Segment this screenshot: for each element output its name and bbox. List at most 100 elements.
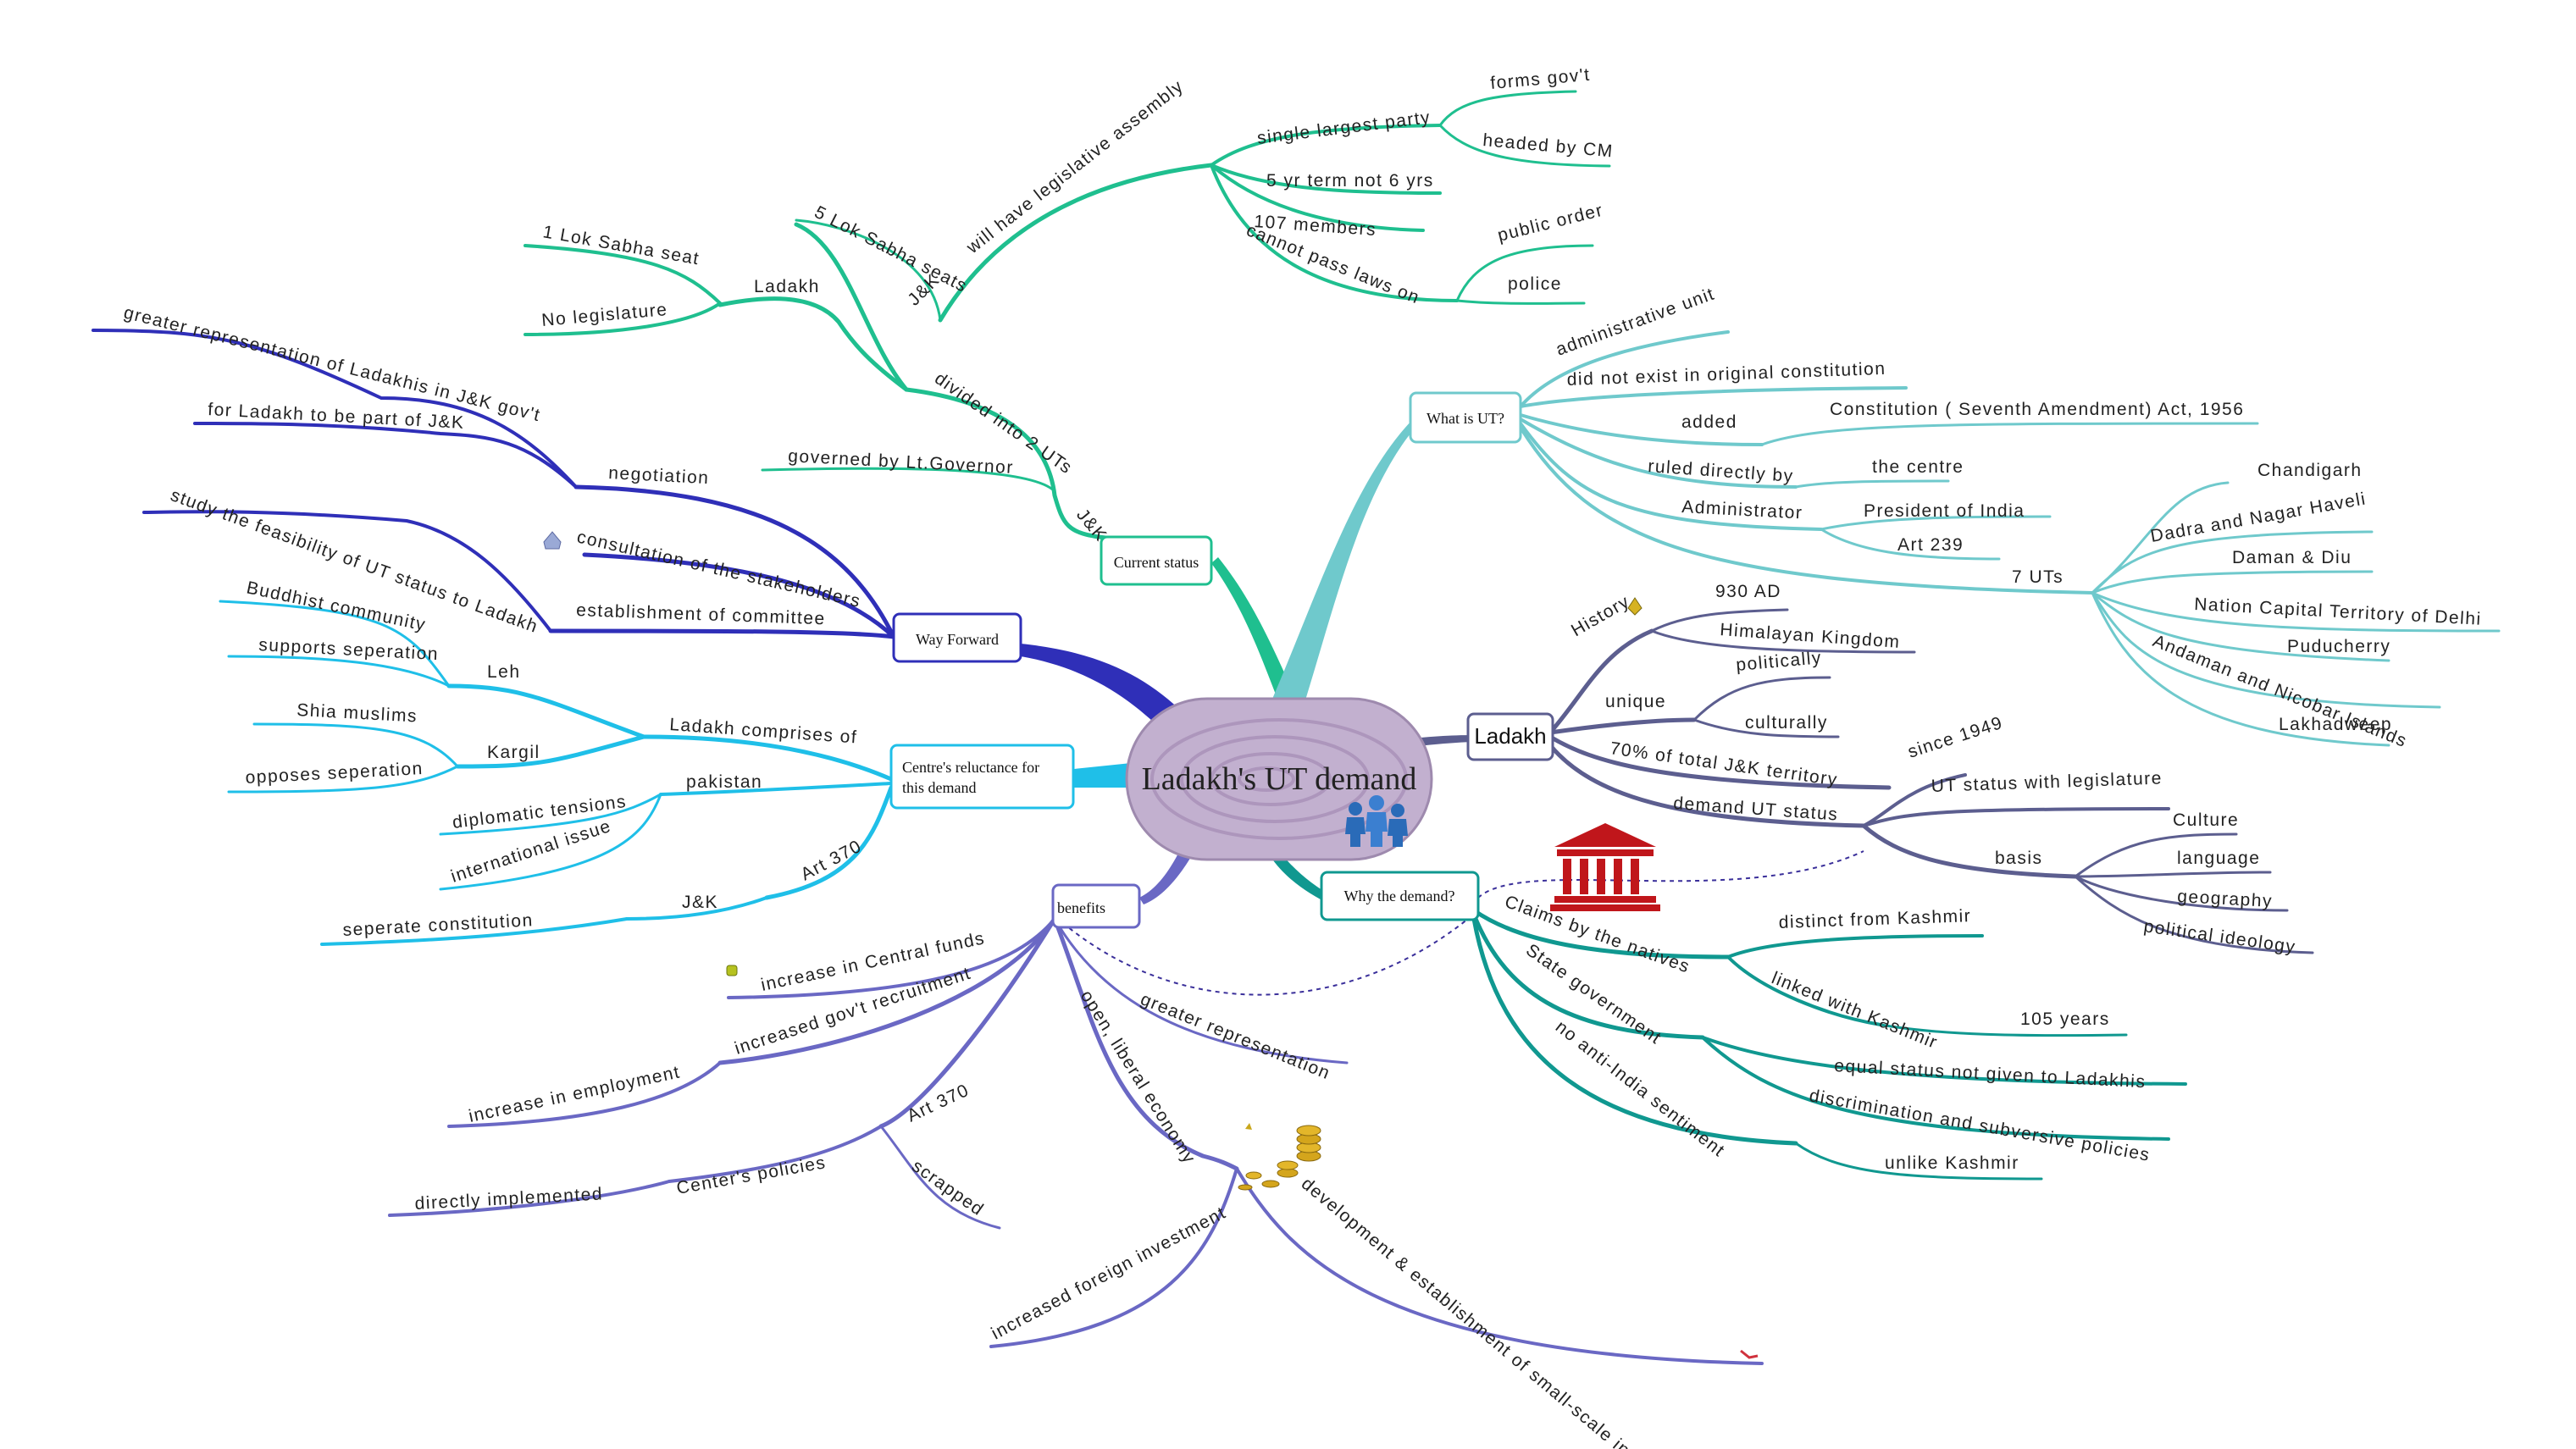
label-930ad: 930 AD xyxy=(1715,582,1781,601)
label-unique: unique xyxy=(1605,692,1666,711)
label-ruled: ruled directly by xyxy=(1648,456,1795,486)
svg-text:this demand: this demand xyxy=(902,779,977,796)
label-seventy: 70% of total J&K territory xyxy=(1609,738,1839,790)
trunk-why xyxy=(1271,851,1334,904)
label-single-largest: single largest party xyxy=(1256,108,1432,148)
svg-text:Current status: Current status xyxy=(1114,554,1199,571)
label-basis-language: language xyxy=(2177,849,2260,868)
label-seventh: Constitution ( Seventh Amendment) Act, 1… xyxy=(1830,400,2244,419)
label-shia: Shia muslims xyxy=(296,700,418,726)
swirl-pattern xyxy=(1150,718,1408,840)
label-art239: Art 239 xyxy=(1897,535,1964,555)
ladakh-branches xyxy=(1548,608,2314,954)
current-status-branches xyxy=(524,90,1611,540)
topic-what-is-ut[interactable]: What is UT? xyxy=(1409,391,1522,444)
people-icon xyxy=(1345,795,1408,847)
topic-ladakh[interactable]: Ladakh xyxy=(1466,712,1554,761)
topic-why-demand[interactable]: Why the demand? xyxy=(1320,871,1480,921)
label-foreign: increased foreign investment xyxy=(989,1203,1230,1343)
label-development: development & establishment of small-sca… xyxy=(1298,1174,1690,1449)
label-not-original: did not exist in original constitution xyxy=(1566,359,1886,390)
label-lok-sabha-5: 5 Lok Sabha seats xyxy=(812,202,971,296)
benefits-branches xyxy=(388,916,1764,1365)
labels-why: Claims by the natives distinct from Kash… xyxy=(1502,892,2152,1173)
label-negotiation: negotiation xyxy=(608,463,710,488)
label-seven-uts: 7 UTs xyxy=(2012,567,2064,587)
label-politically: politically xyxy=(1735,648,1822,675)
label-art370: Art 370 xyxy=(904,1081,972,1126)
label-since: since 1949 xyxy=(1905,713,2005,762)
relationship-lines xyxy=(1062,850,1864,996)
trunk-reluctance xyxy=(1074,762,1139,788)
label-directly: directly implemented xyxy=(414,1184,603,1214)
label-comprises: Ladakh comprises of xyxy=(669,715,858,747)
reluctance-branches xyxy=(219,600,894,946)
main-trunks xyxy=(1021,413,1474,904)
label-legislative: will have legislative assembly xyxy=(962,76,1188,258)
label-ut-dadra: Dadra and Nagar Haveli xyxy=(2149,489,2368,546)
label-opposes: opposes seperation xyxy=(245,759,424,788)
history-icon xyxy=(1627,597,1643,616)
sparkle-icon xyxy=(1245,1123,1252,1130)
trunk-benefits xyxy=(1139,847,1194,904)
building-icon xyxy=(1550,823,1660,911)
what-is-ut-branches xyxy=(1519,330,2501,747)
label-kargil: Kargil xyxy=(487,743,540,762)
funds-icon xyxy=(726,965,738,976)
label-supports: supports seperation xyxy=(258,635,440,664)
label-centre: the centre xyxy=(1872,457,1964,477)
coins-icon xyxy=(1238,1125,1321,1191)
label-governed: governed by Lt.Governor xyxy=(788,446,1015,478)
central-title: Ladakh's UT demand xyxy=(1142,761,1417,797)
topic-reluctance[interactable]: Centre's reluctance for this demand xyxy=(889,744,1075,810)
topic-benefits[interactable]: benefits xyxy=(1051,883,1141,929)
trunk-current-status xyxy=(1211,557,1296,703)
central-topic[interactable]: Ladakh's UT demand xyxy=(1125,697,1433,861)
label-president: President of India xyxy=(1864,501,2025,521)
label-distinct: distinct from Kashmir xyxy=(1778,906,1971,932)
svg-text:Why the demand?: Why the demand? xyxy=(1344,888,1455,904)
label-representation: greater representation xyxy=(1138,989,1333,1083)
label-ut-puducherry: Puducherry xyxy=(2287,637,2390,656)
label-added: added xyxy=(1681,412,1737,432)
label-unlike: unlike Kashmir xyxy=(1885,1153,2019,1173)
label-equal: equal status not given to Ladakhis xyxy=(1834,1056,2147,1092)
label-leh: Leh xyxy=(487,662,521,682)
label-ut-daman: Daman & Diu xyxy=(2232,548,2352,567)
label-ut-lakhadweep: Lakhadweep xyxy=(2279,715,2392,734)
topic-current-status[interactable]: Current status xyxy=(1100,535,1213,586)
labels-benefits: increase in Central funds increased gov'… xyxy=(414,928,1690,1449)
labels-what-is-ut: administrative unit did not exist in ori… xyxy=(1554,284,2482,751)
label-pakistan: pakistan xyxy=(686,772,762,792)
trunk-what-is-ut xyxy=(1271,413,1423,703)
label-basis-culture: Culture xyxy=(2173,810,2239,830)
svg-text:Way Forward: Way Forward xyxy=(916,631,999,648)
label-cs-ladakh: Ladakh xyxy=(754,277,820,296)
label-administrator: Administrator xyxy=(1681,497,1803,523)
svg-text:Centre's reluctance for: Centre's reluctance for xyxy=(902,759,1039,776)
label-ut-status: UT status with legislature xyxy=(1931,768,2163,796)
industry-icon xyxy=(1740,1349,1759,1359)
svg-text:benefits: benefits xyxy=(1057,899,1105,916)
svg-text:What is UT?: What is UT? xyxy=(1426,410,1504,427)
stakeholder-icon xyxy=(543,531,562,550)
label-public-order: public order xyxy=(1496,201,1606,246)
label-police: police xyxy=(1508,274,1562,294)
label-basis: basis xyxy=(1995,849,2043,868)
label-history: History xyxy=(1568,591,1633,640)
label-lok-sabha-1: 1 Lok Sabha seat xyxy=(541,222,701,268)
label-centers-policies: Center's policies xyxy=(675,1153,828,1198)
label-rel-jk: J&K xyxy=(682,893,718,912)
label-term: 5 yr term not 6 yrs xyxy=(1266,171,1434,191)
label-committee: establishment of committee xyxy=(576,600,826,628)
svg-text:Ladakh: Ladakh xyxy=(1474,723,1546,749)
topic-way-forward[interactable]: Way Forward xyxy=(892,612,1022,663)
label-linked: linked with Kashmir xyxy=(1769,968,1941,1053)
label-ut-chandigarh: Chandigarh xyxy=(2257,461,2363,480)
labels-way-forward: negotiation greater representation of La… xyxy=(122,303,863,638)
trunk-way-forward xyxy=(1021,644,1186,737)
label-scrapped: scrapped xyxy=(908,1156,988,1219)
label-forms-govt: forms gov't xyxy=(1489,65,1591,93)
why-branches xyxy=(1471,908,2187,1181)
